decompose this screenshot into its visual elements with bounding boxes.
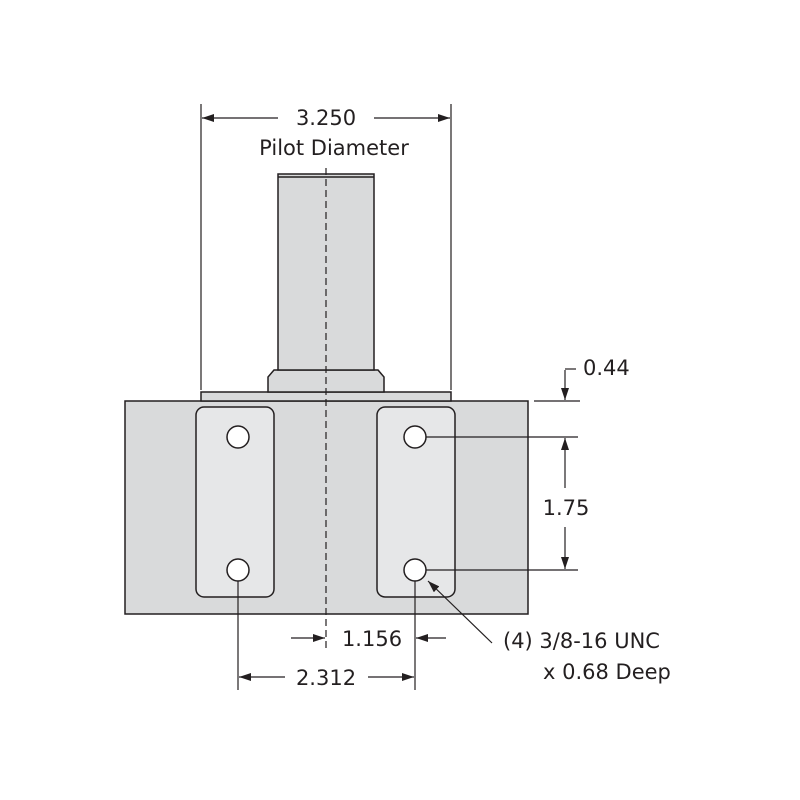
pilot-diameter-label: Pilot Diameter bbox=[259, 136, 409, 160]
thread-callout-line2: x 0.68 Deep bbox=[543, 660, 671, 684]
hole-top-right bbox=[403, 425, 427, 449]
thread-callout-leader bbox=[427, 580, 493, 644]
vertical-spacing-value: 1.75 bbox=[543, 496, 590, 520]
half-spacing-value: 1.156 bbox=[342, 627, 402, 651]
hole-bottom-left bbox=[226, 558, 250, 582]
top-offset-value: 0.44 bbox=[583, 356, 630, 380]
horizontal-spacing-value: 2.312 bbox=[296, 666, 356, 690]
thread-callout-line1: (4) 3/8-16 UNC bbox=[503, 629, 660, 653]
hole-top-left bbox=[226, 425, 250, 449]
mounting-pad-left bbox=[195, 406, 275, 598]
pilot-diameter-value: 3.250 bbox=[296, 106, 356, 130]
hole-bottom-right bbox=[403, 558, 427, 582]
mounting-pad-right bbox=[376, 406, 456, 598]
